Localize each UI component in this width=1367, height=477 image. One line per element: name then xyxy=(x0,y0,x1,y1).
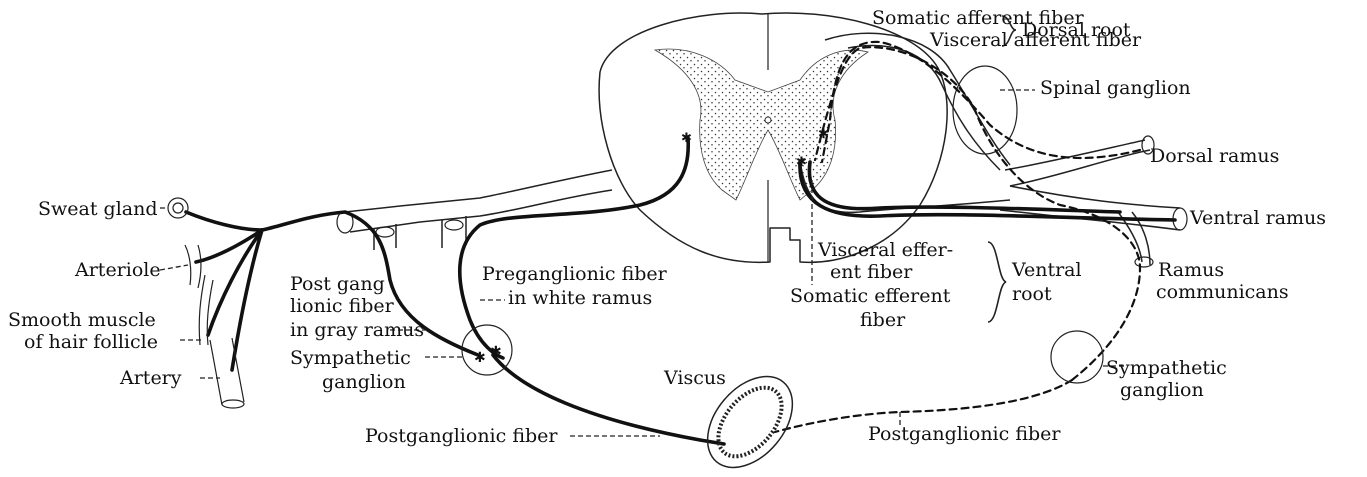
ventral-root-brace xyxy=(988,242,1006,322)
sweat-gland-coil xyxy=(168,198,188,218)
artery-shape xyxy=(210,338,244,405)
label-symp-ganglion-right-1: Sympathetic xyxy=(1106,357,1227,379)
label-somatic-efferent-2: fiber xyxy=(860,309,906,331)
synapse-star-cord-1: ✱ xyxy=(681,131,692,146)
label-viscus: Viscus xyxy=(663,367,726,389)
label-postganglionic-right: Postganglionic fiber xyxy=(868,423,1061,445)
label-preganglionic-2: in white ramus xyxy=(508,287,652,309)
sweat-gland-branch xyxy=(186,212,262,230)
preganglionic-fiber xyxy=(460,138,688,358)
synapse-star-cord-3: ✱ xyxy=(796,155,807,170)
label-ventral-root-1: Ventral xyxy=(1011,259,1082,281)
label-spinal-ganglion: Spinal ganglion xyxy=(1040,77,1191,99)
spinal-ganglion-outline xyxy=(953,66,1017,154)
somatic-afferent-fiber xyxy=(822,42,1140,162)
label-smooth-muscle-2: of hair follicle xyxy=(24,331,158,353)
leader-arteriole xyxy=(160,265,188,270)
arteriole-shape xyxy=(185,245,201,288)
leaders xyxy=(160,16,1125,436)
label-symp-ganglion-right-2: ganglion xyxy=(1120,379,1204,401)
gray-ramus-cut xyxy=(376,227,394,237)
label-ramus-communicans-1: Ramus xyxy=(1158,259,1224,281)
label-ventral-ramus: Ventral ramus xyxy=(1189,207,1326,229)
label-somatic-efferent-1: Somatic efferent xyxy=(790,285,951,307)
label-ramus-communicans-2: communicans xyxy=(1156,281,1289,303)
label-arteriole: Arteriole xyxy=(74,259,161,281)
label-post-gang-gray-3: in gray ramus xyxy=(290,319,424,341)
artery-cut-end xyxy=(222,400,244,408)
label-post-gang-gray-1: Post gang xyxy=(290,273,385,295)
sweat-gland-coil-inner xyxy=(173,203,183,213)
right-spinal-nerve xyxy=(800,33,1187,267)
hair-follicle-shape xyxy=(199,275,213,345)
label-sweat-gland: Sweat gland xyxy=(38,198,158,220)
gray-matter xyxy=(655,49,868,200)
label-postganglionic-left: Postganglionic fiber xyxy=(365,425,558,447)
label-dorsal-ramus: Dorsal ramus xyxy=(1150,145,1279,167)
label-symp-ganglion-left-1: Sympathetic xyxy=(290,347,411,369)
synapse-star-left-2: ✱ xyxy=(490,344,502,360)
white-ramus-stub xyxy=(442,216,466,248)
synapse-star-cord-2: ✱ xyxy=(818,127,829,142)
viscus-wall xyxy=(706,376,794,468)
label-post-gang-gray-2: lionic fiber xyxy=(290,295,395,317)
label-preganglionic-1: Preganglionic fiber xyxy=(482,263,668,285)
synapse-star-left-1: ✱ xyxy=(474,350,486,366)
label-symp-ganglion-left-2: ganglion xyxy=(322,371,406,393)
white-ramus-cut xyxy=(445,220,463,230)
left-nerve-trunk xyxy=(345,170,612,232)
label-artery: Artery xyxy=(119,367,182,389)
label-smooth-muscle-1: Smooth muscle xyxy=(8,309,156,331)
label-ventral-root-2: root xyxy=(1012,283,1052,305)
spinal-cord xyxy=(599,13,947,262)
label-visceral-efferent-2: ent fiber xyxy=(830,261,913,283)
label-dorsal-root: Dorsal root xyxy=(1022,19,1131,41)
label-visceral-efferent-1: Visceral effer- xyxy=(817,239,953,261)
